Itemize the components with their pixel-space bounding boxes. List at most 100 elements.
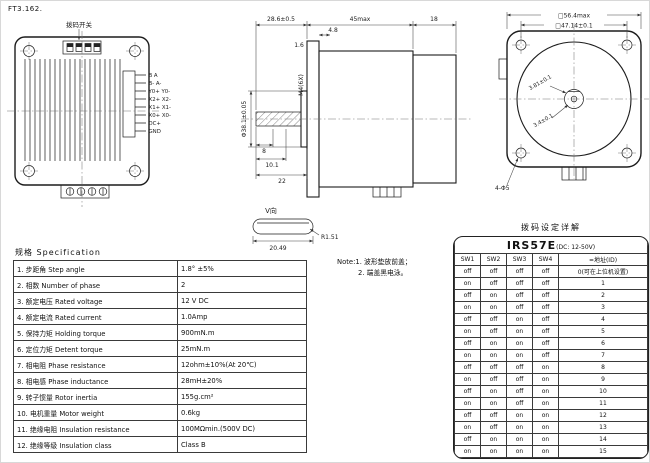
dip-address-id: 11 bbox=[558, 397, 648, 410]
dim-flat-width: 20.49 bbox=[269, 245, 286, 252]
dip-model: IRS57E bbox=[506, 238, 557, 252]
dip-sw1-state: off bbox=[454, 385, 481, 398]
dip-row: on on on on 15 bbox=[454, 445, 648, 458]
dip-sw3-state: off bbox=[506, 373, 533, 386]
dip-sw4-state: on bbox=[532, 421, 559, 434]
spec-row-value: 900mN.m bbox=[177, 324, 307, 341]
dip-address-id: 12 bbox=[558, 409, 648, 422]
dip-sw4-state: on bbox=[532, 361, 559, 374]
dip-header-sw2: SW2 bbox=[480, 253, 507, 266]
dim-1-6: 1.6 bbox=[294, 42, 304, 49]
drawing-note: Note:1. 波形垫放前盖； 2. 端盖黑电泳。 bbox=[337, 257, 412, 279]
dip-sw2-state: off bbox=[480, 373, 507, 386]
front-view: 拨码开关 B A B- A- Y0+ Y0- X2+ X2- X1+ X1- X… bbox=[7, 20, 171, 207]
dip-sw1-state: off bbox=[454, 337, 481, 350]
spec-row-value: 12 V DC bbox=[177, 292, 307, 309]
dip-switch-label: 拨码开关 bbox=[66, 20, 93, 29]
spec-row-value: 155g.cm² bbox=[177, 388, 307, 405]
dip-sw4-state: off bbox=[532, 313, 559, 326]
dip-sw2-state: on bbox=[480, 349, 507, 362]
front-mounting-holes bbox=[20, 42, 144, 180]
front-center-lines bbox=[7, 31, 159, 207]
dip-sw3-state: on bbox=[506, 349, 533, 362]
detail-view-label: V向 bbox=[265, 206, 277, 215]
dip-sw3-state: on bbox=[506, 325, 533, 338]
rear-dims bbox=[506, 12, 642, 186]
spec-row-label: 12. 绝缘等级 Insulation class bbox=[13, 436, 178, 453]
dip-row: on on on off 7 bbox=[454, 349, 648, 362]
dip-sw1-state: off bbox=[454, 289, 481, 302]
dip-header-sw4: SW4 bbox=[532, 253, 559, 266]
dip-row: on off off off 1 bbox=[454, 277, 648, 290]
dip-switch[interactable] bbox=[62, 40, 102, 55]
spec-row-label: 6. 定位力矩 Detent torque bbox=[13, 340, 178, 357]
dip-sw1-state: on bbox=[454, 397, 481, 410]
dip-address-id: 9 bbox=[558, 373, 648, 386]
dip-address-id: 14 bbox=[558, 433, 648, 446]
dim-22: 22 bbox=[278, 178, 286, 185]
dip-model-suffix: (DC: 12-50V) bbox=[556, 243, 596, 251]
dip-sw4-state: on bbox=[532, 433, 559, 446]
spec-title: 规格 Specification bbox=[15, 248, 101, 257]
dim-frame-size: □56.4max bbox=[558, 13, 591, 20]
dim-hole-spacing: □47.14±0.1 bbox=[555, 23, 593, 30]
dip-address-id: 6 bbox=[558, 337, 648, 350]
dip-sw2-state: on bbox=[480, 433, 507, 446]
dip-row: on off off on 9 bbox=[454, 373, 648, 386]
dip-row: on on off off 3 bbox=[454, 301, 648, 314]
side-view: 28.6±0.5 45max 18 4.8 1.6 M4(6X) Φ38.1±0… bbox=[241, 16, 471, 198]
dip-sw1-state: off bbox=[454, 409, 481, 422]
rear-view: □56.4max □47.14±0.1 3.81±0.1 3.4±0.1 4-Φ… bbox=[495, 12, 649, 192]
dip-sw1-state: off bbox=[454, 433, 481, 446]
dip-sw1-state: off bbox=[454, 313, 481, 326]
dip-sw4-state: on bbox=[532, 445, 559, 458]
dip-sw4-state: on bbox=[532, 397, 559, 410]
dip-sw4-state: off bbox=[532, 337, 559, 350]
dip-sw3-state: off bbox=[506, 301, 533, 314]
dim-10-1: 10.1 bbox=[265, 162, 279, 169]
pin-label: DC+ bbox=[149, 121, 161, 127]
dip-sw2-state: on bbox=[480, 445, 507, 458]
dip-sw2-state: on bbox=[480, 337, 507, 350]
dip-header-id: =地址(ID) bbox=[558, 253, 648, 266]
dip-sw1-state: off bbox=[454, 265, 481, 278]
dip-sw4-state: off bbox=[532, 349, 559, 362]
dip-row: on off on off 5 bbox=[454, 325, 648, 338]
spec-row-label: 2. 相数 Number of phase bbox=[13, 276, 178, 293]
dip-address-id: 13 bbox=[558, 421, 648, 434]
dip-setting-title: 拨码设定详解 bbox=[521, 223, 581, 232]
dip-sw4-state: off bbox=[532, 325, 559, 338]
dip-sw1-state: on bbox=[454, 349, 481, 362]
spec-row-label: 5. 保持力矩 Holding torque bbox=[13, 324, 178, 341]
dip-sw2-state: on bbox=[480, 397, 507, 410]
dip-sw2-state: off bbox=[480, 277, 507, 290]
dip-row: off on on off 6 bbox=[454, 337, 648, 350]
dip-sw3-state: on bbox=[506, 313, 533, 326]
dip-header-sw3: SW3 bbox=[506, 253, 533, 266]
note-line-1: Note:1. 波形垫放前盖； bbox=[337, 258, 412, 266]
dip-sw3-state: off bbox=[506, 361, 533, 374]
front-connector bbox=[122, 70, 146, 138]
dip-row: on on off on 11 bbox=[454, 397, 648, 410]
spec-row: 2. 相数 Number of phase 2 bbox=[13, 276, 307, 293]
pin-label: GND bbox=[149, 129, 161, 135]
dim-flat-2: 3.4±0.1 bbox=[533, 113, 555, 129]
dip-sw3-state: on bbox=[506, 421, 533, 434]
dip-setting-table: IRS57E(DC: 12-50V) SW1 SW2 SW3 SW4 =地址(I… bbox=[454, 237, 648, 458]
pin-label: X1+ X1- bbox=[149, 105, 171, 111]
pin-label: Y0+ Y0- bbox=[148, 89, 171, 95]
spec-row: 6. 定位力矩 Detent torque 25mN.m bbox=[13, 340, 307, 357]
dip-address-id: 7 bbox=[558, 349, 648, 362]
dip-sw2-state: off bbox=[480, 313, 507, 326]
spec-row: 7. 相电阻 Phase resistance 12ohm±10%(At 20℃… bbox=[13, 356, 307, 373]
spec-row-label: 4. 额定电流 Rated current bbox=[13, 308, 178, 325]
dip-sw4-state: off bbox=[532, 289, 559, 302]
dip-setting-box: IRS57E(DC: 12-50V) SW1 SW2 SW3 SW4 =地址(I… bbox=[453, 236, 649, 459]
pin-label: X2+ X2- bbox=[149, 97, 171, 103]
shaft-flat-outline bbox=[252, 218, 314, 235]
dip-sw1-state: on bbox=[454, 373, 481, 386]
side-connector-bump bbox=[498, 58, 508, 80]
spec-section: 规格 Specification 1. 步距角 Step angle 1.8° … bbox=[13, 247, 307, 453]
pin-label: X0+ X0- bbox=[149, 113, 171, 119]
